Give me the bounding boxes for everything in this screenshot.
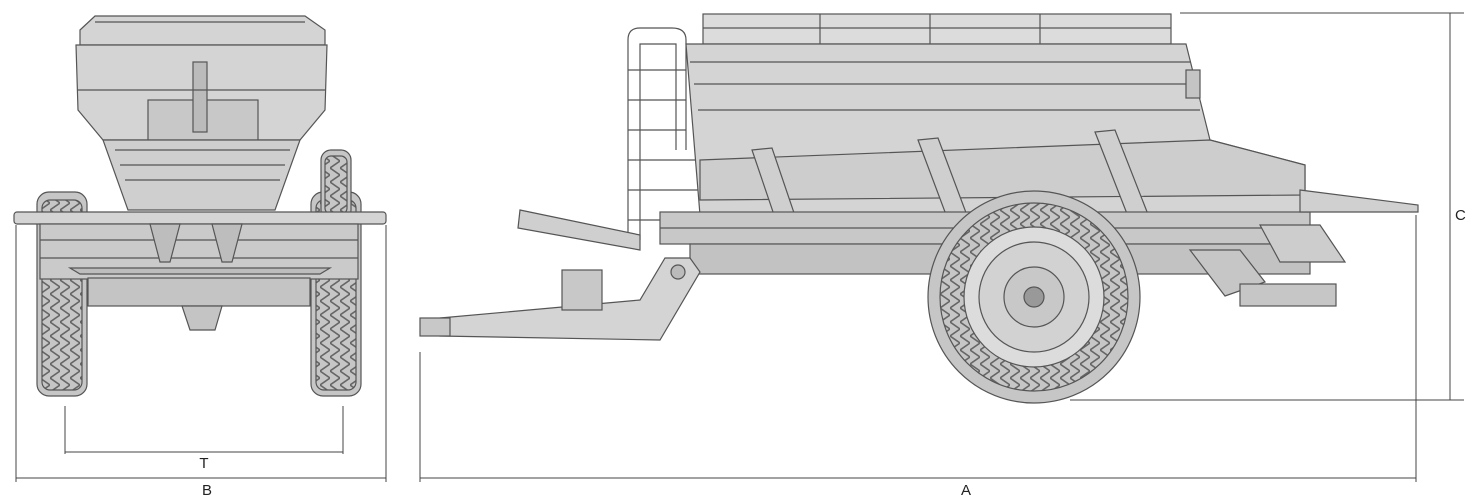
- side-wheel: [927, 190, 1141, 404]
- side-hopper: [685, 43, 1306, 216]
- dimension-label-c: C: [1455, 207, 1466, 224]
- dimension-label-t: T: [199, 455, 208, 472]
- dimension-lines: [15, 12, 1464, 482]
- spare-wheel: [320, 149, 352, 221]
- side-top-rail: [702, 13, 1172, 45]
- drawbar-hitch: [419, 257, 701, 341]
- side-view: [419, 13, 1419, 404]
- spinner-chutes: [67, 223, 333, 275]
- dimension-label-a: A: [961, 482, 971, 498]
- ladder: [627, 27, 705, 240]
- rear-hopper: [75, 15, 328, 211]
- rear-spreader: [1188, 224, 1347, 307]
- rear-view: [13, 15, 387, 397]
- dimension-label-b: B: [202, 482, 212, 498]
